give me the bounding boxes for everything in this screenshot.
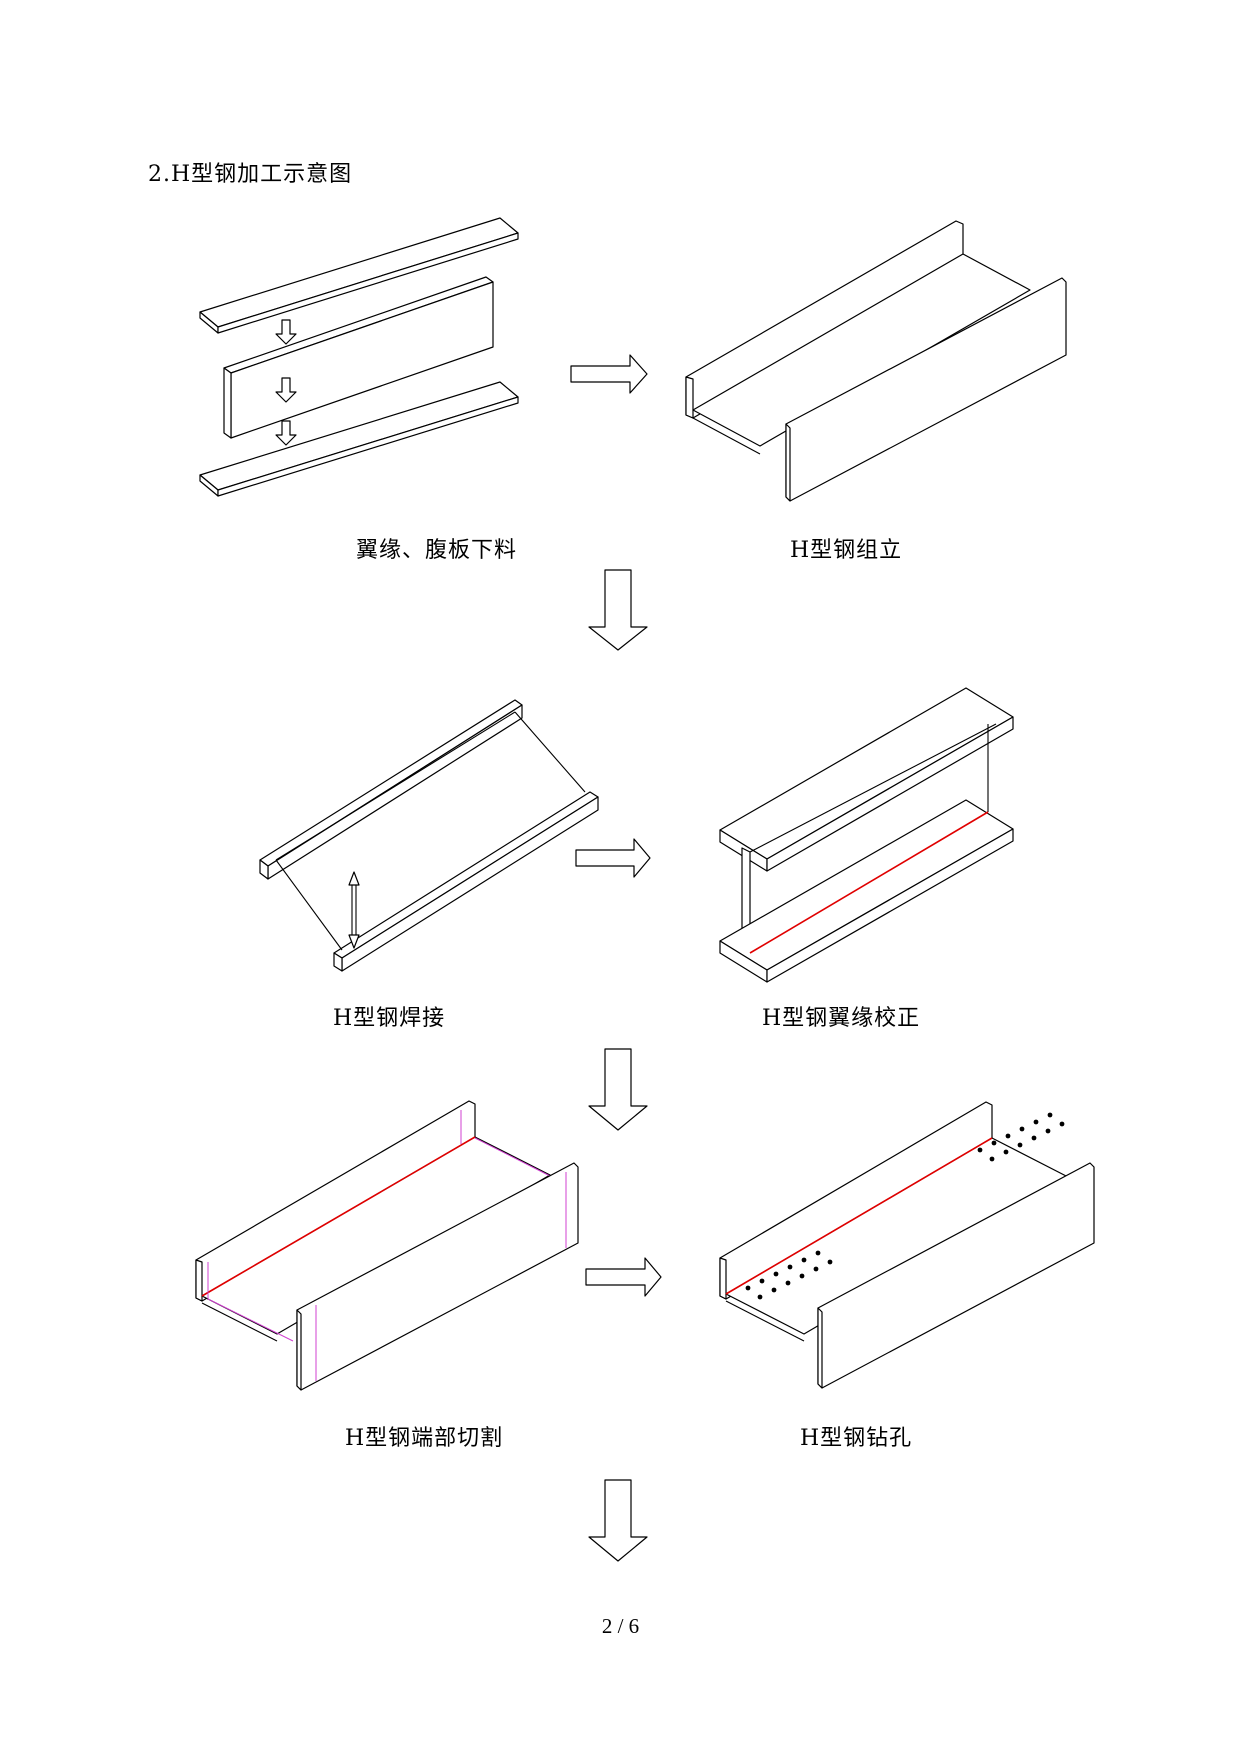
down-arrow-3 (588, 1479, 648, 1562)
step2-assembly-illustration (685, 220, 1067, 502)
step-label-blanking: 翼缘、腹板下料 (356, 538, 518, 563)
section-title: 2.H型钢加工示意图 (148, 162, 353, 187)
right-arrow-3 (585, 1257, 662, 1297)
step-label-assembly: H型钢组立 (790, 538, 903, 563)
step1-plates-illustration (199, 217, 519, 497)
step5-cutting-illustration (195, 1100, 579, 1391)
right-arrow-2 (575, 838, 651, 878)
step-label-welding: H型钢焊接 (333, 1006, 446, 1031)
down-arrow-1 (588, 569, 648, 651)
step-label-end-cutting: H型钢端部切割 (345, 1426, 504, 1451)
step-label-drilling: H型钢钻孔 (800, 1426, 913, 1451)
down-arrow-2 (588, 1048, 648, 1131)
step4-straightening-illustration (719, 687, 1014, 983)
step-label-straightening: H型钢翼缘校正 (762, 1006, 921, 1031)
step6-drilling-illustration (719, 1101, 1095, 1389)
step3-welding-illustration (259, 699, 599, 972)
page-number: 2 / 6 (601, 1614, 640, 1638)
right-arrow-1 (570, 354, 648, 394)
